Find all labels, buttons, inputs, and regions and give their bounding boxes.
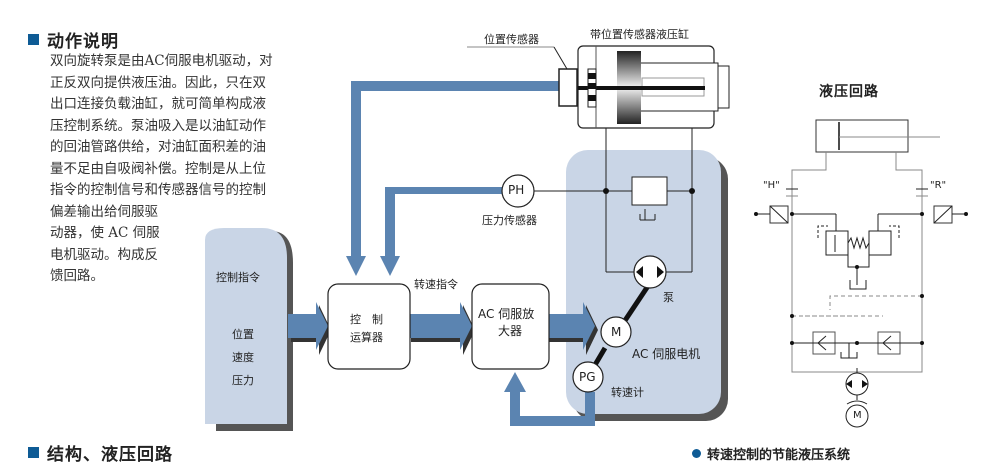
section-title-structure: 结构、液压回路 [28,440,173,465]
paragraph-line: 的回油管路供给，对油缸面积差的油 [50,139,266,155]
hydraulic-circuit-schematic [756,119,966,400]
controller-label-2: 运算器 [350,331,383,344]
paragraph-line: 量不足由自吸阀补偿。控制是从上位 [50,160,266,177]
paragraph-line: 偏差输出给伺服驱 [50,203,158,220]
pressure-sensor-symbol [501,174,535,208]
cylinder-label: 带位置传感器液压缸 [590,28,689,41]
arrow-head [346,256,366,276]
pump-label: 泵 [663,291,674,304]
speed-command-label: 转速指令 [414,278,458,291]
tacho-symbol-text: PG [579,370,596,384]
port-r-label: "R" [930,180,947,191]
arrow-head [380,256,400,276]
paragraph-line: 双向旋转泵是由AC伺服电机驱动，对 [50,53,273,69]
tacho-label: 转速计 [611,386,644,399]
command-item-speed: 速度 [232,351,254,364]
pressure-sensor-label: 压力传感器 [482,214,537,227]
amplifier-label-2: 大器 [498,324,523,338]
amplifier-box [471,283,550,370]
command-item-position: 位置 [232,328,254,341]
controller-label-1: 控 制 [350,313,383,326]
circuit-pump-symbol [845,372,869,428]
paragraph-line: 指令的控制信号和传感器信号的控制 [50,182,266,198]
paragraph-line: 动器，使 AC 伺服 [50,225,160,241]
section-title-text: 结构、液压回路 [47,445,173,465]
section-square-icon [28,34,39,45]
relief-valve-block [631,176,668,206]
port-h-label: "H" [763,180,780,191]
position-sensor-label: 位置传感器 [484,33,539,46]
position-feedback-line [346,81,560,276]
motor-symbol-text: M [611,325,622,339]
controller-box [327,283,411,370]
paragraph-line: 馈回路。 [50,268,104,284]
pressure-sensor-symbol-text: PH [508,183,525,197]
motor-symbol [600,316,632,348]
tacho-feedback-line [504,372,595,426]
command-title: 控制指令 [216,271,260,284]
hydraulic-cylinder [572,45,730,129]
hydraulic-circuit-title: 液压回路 [819,84,879,100]
paragraph-line: 出口连接负载油缸，就可简单构成液 [50,96,266,112]
section-square-icon [28,447,39,458]
controller-to-amplifier-arrow [408,302,475,355]
servo-pump-block-diagram [205,45,968,431]
paragraph-line: 压控制系统。泵油吸入是以油缸动作 [50,117,266,134]
position-sensor [467,46,578,107]
amplifier-label-1: AC 伺服放 [478,307,535,321]
command-item-pressure: 压力 [232,374,254,387]
operation-description: 双向旋转泵是由AC伺服电机驱动，对 正反双向提供液压油。因此，只在双 出口连接负… [50,51,350,288]
section-title-text: 动作说明 [47,32,119,52]
paragraph-line: 正反双向提供液压油。因此，只在双 [50,74,266,91]
paragraph-line: 电机驱动。构成反 [50,246,158,263]
command-to-controller-arrow [288,302,331,355]
pressure-feedback-line [380,187,505,276]
command-panel [205,228,293,431]
tacho-symbol [572,361,604,393]
section-title-operation: 动作说明 [28,27,119,52]
hydraulic-lines [522,128,693,273]
amplifier-to-motor-arrow [546,302,598,355]
motor-label: AC 伺服电机 [632,347,701,361]
circuit-motor-symbol-text: M [853,410,862,421]
